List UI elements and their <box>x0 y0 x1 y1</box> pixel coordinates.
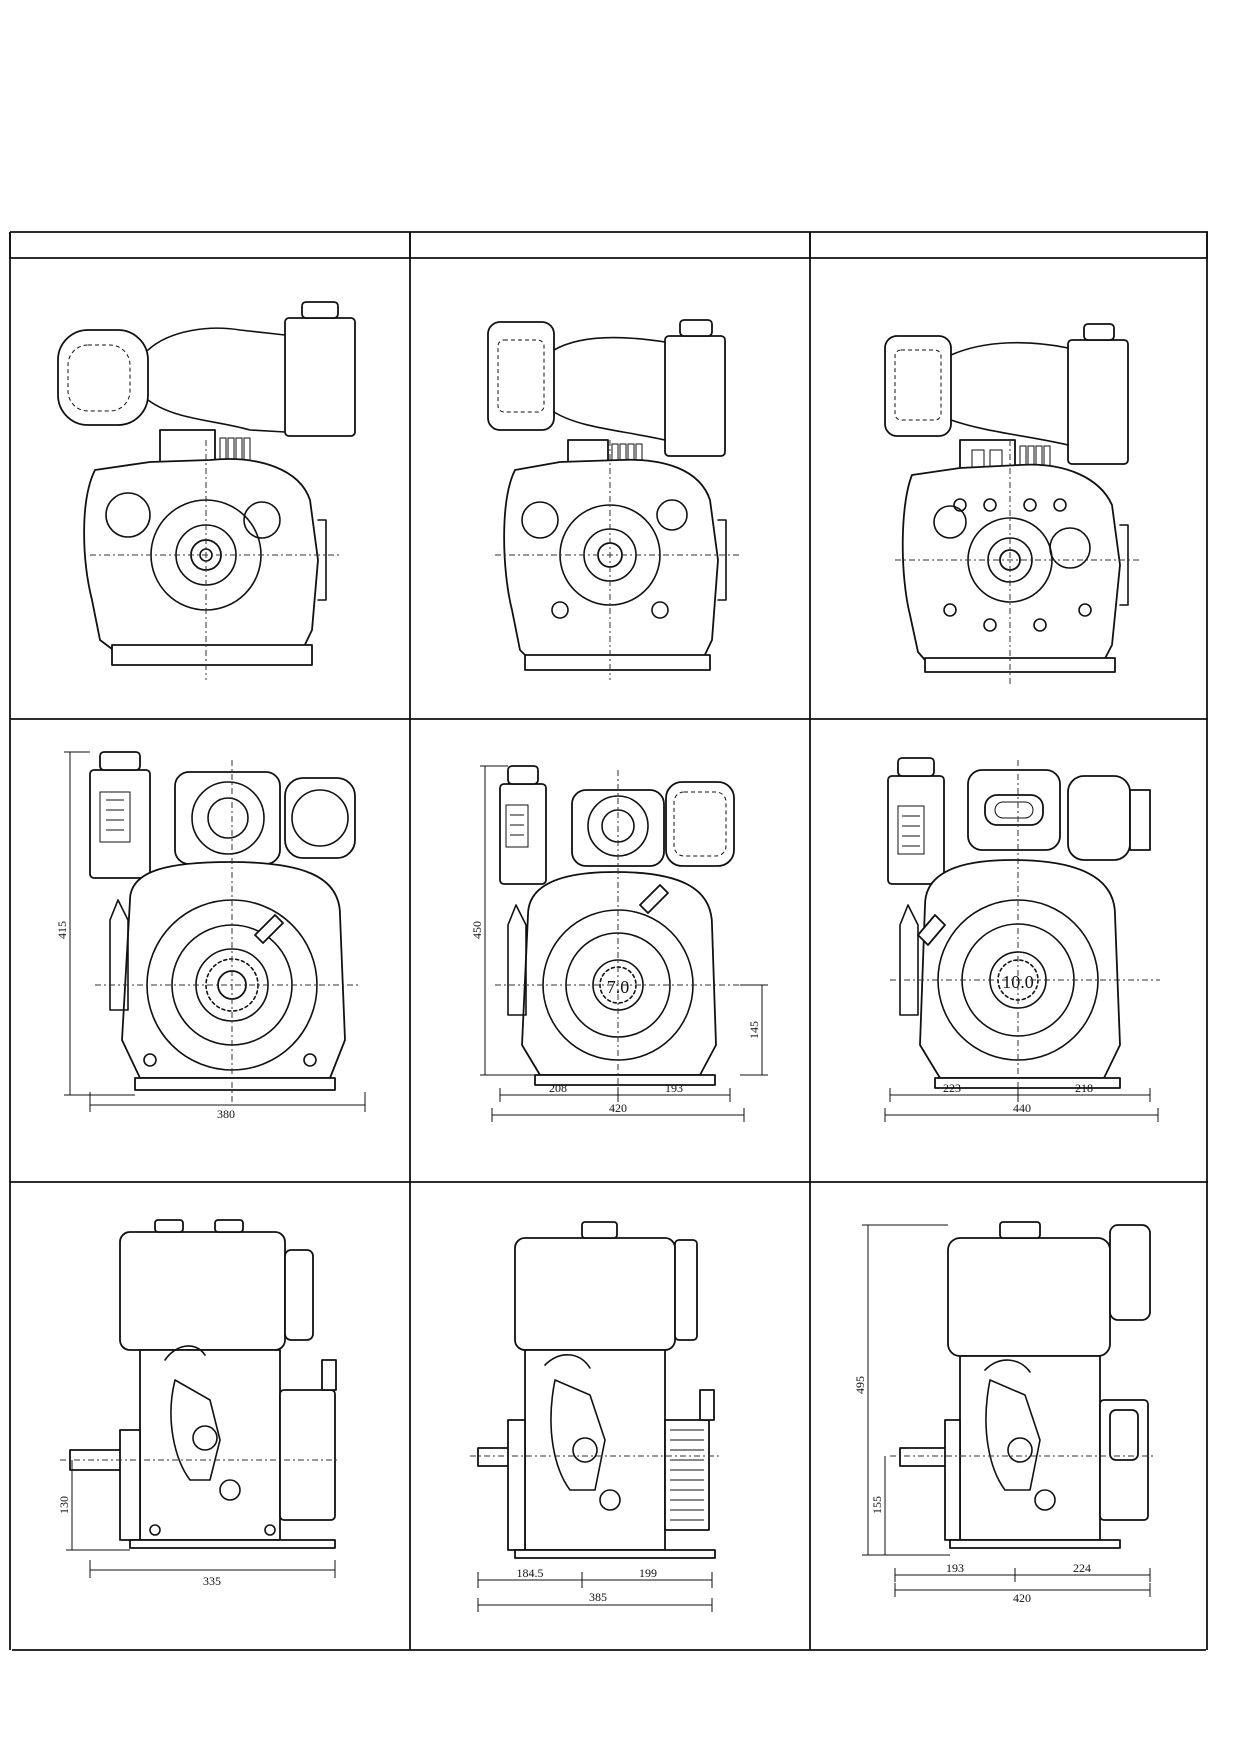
engine-front-view-2 <box>487 319 740 680</box>
dim-height-450: 450 <box>470 921 484 939</box>
dim-height-415: 415 <box>55 921 69 939</box>
engine-flywheel-view-1: 415 380 <box>55 751 366 1121</box>
dim-width-420-side: 420 <box>1013 1591 1031 1605</box>
dim-shaft-height-145: 145 <box>747 1021 761 1039</box>
dim-left-223: 223 <box>943 1081 961 1095</box>
dim-left-193: 193 <box>946 1561 964 1575</box>
dim-shaft-height-155: 155 <box>870 1496 884 1514</box>
engine-flywheel-view-3: 10.0 223 218 440 <box>884 757 1160 1122</box>
dim-height-495: 495 <box>853 1376 867 1394</box>
dim-width-420: 420 <box>609 1101 627 1115</box>
flywheel-label-7-0: 7.0 <box>607 977 630 997</box>
dim-left-208: 208 <box>549 1081 567 1095</box>
engine-side-view-2: 184.5 199 385 <box>470 1221 720 1612</box>
flywheel-label-10-0: 10.0 <box>1002 972 1034 992</box>
dim-shaft-height-130: 130 <box>57 1496 71 1514</box>
table-grid <box>9 231 1208 1651</box>
engine-front-view-3 <box>884 323 1140 685</box>
dim-left-184-5: 184.5 <box>517 1566 544 1580</box>
dim-right-218: 218 <box>1075 1081 1093 1095</box>
engine-side-view-3: 495 155 193 224 420 <box>853 1221 1155 1605</box>
engine-side-view-1: 130 335 <box>57 1219 340 1588</box>
dim-right-199: 199 <box>639 1566 657 1580</box>
dim-width-440: 440 <box>1013 1101 1031 1115</box>
dim-right-193: 193 <box>665 1081 683 1095</box>
engine-front-view-1 <box>57 301 356 680</box>
dim-width-335: 335 <box>203 1574 221 1588</box>
dim-right-224: 224 <box>1073 1561 1091 1575</box>
dim-width-380: 380 <box>217 1107 235 1121</box>
dim-width-385: 385 <box>589 1590 607 1604</box>
engine-flywheel-view-2: 7.0 450 145 208 193 420 <box>470 765 768 1122</box>
